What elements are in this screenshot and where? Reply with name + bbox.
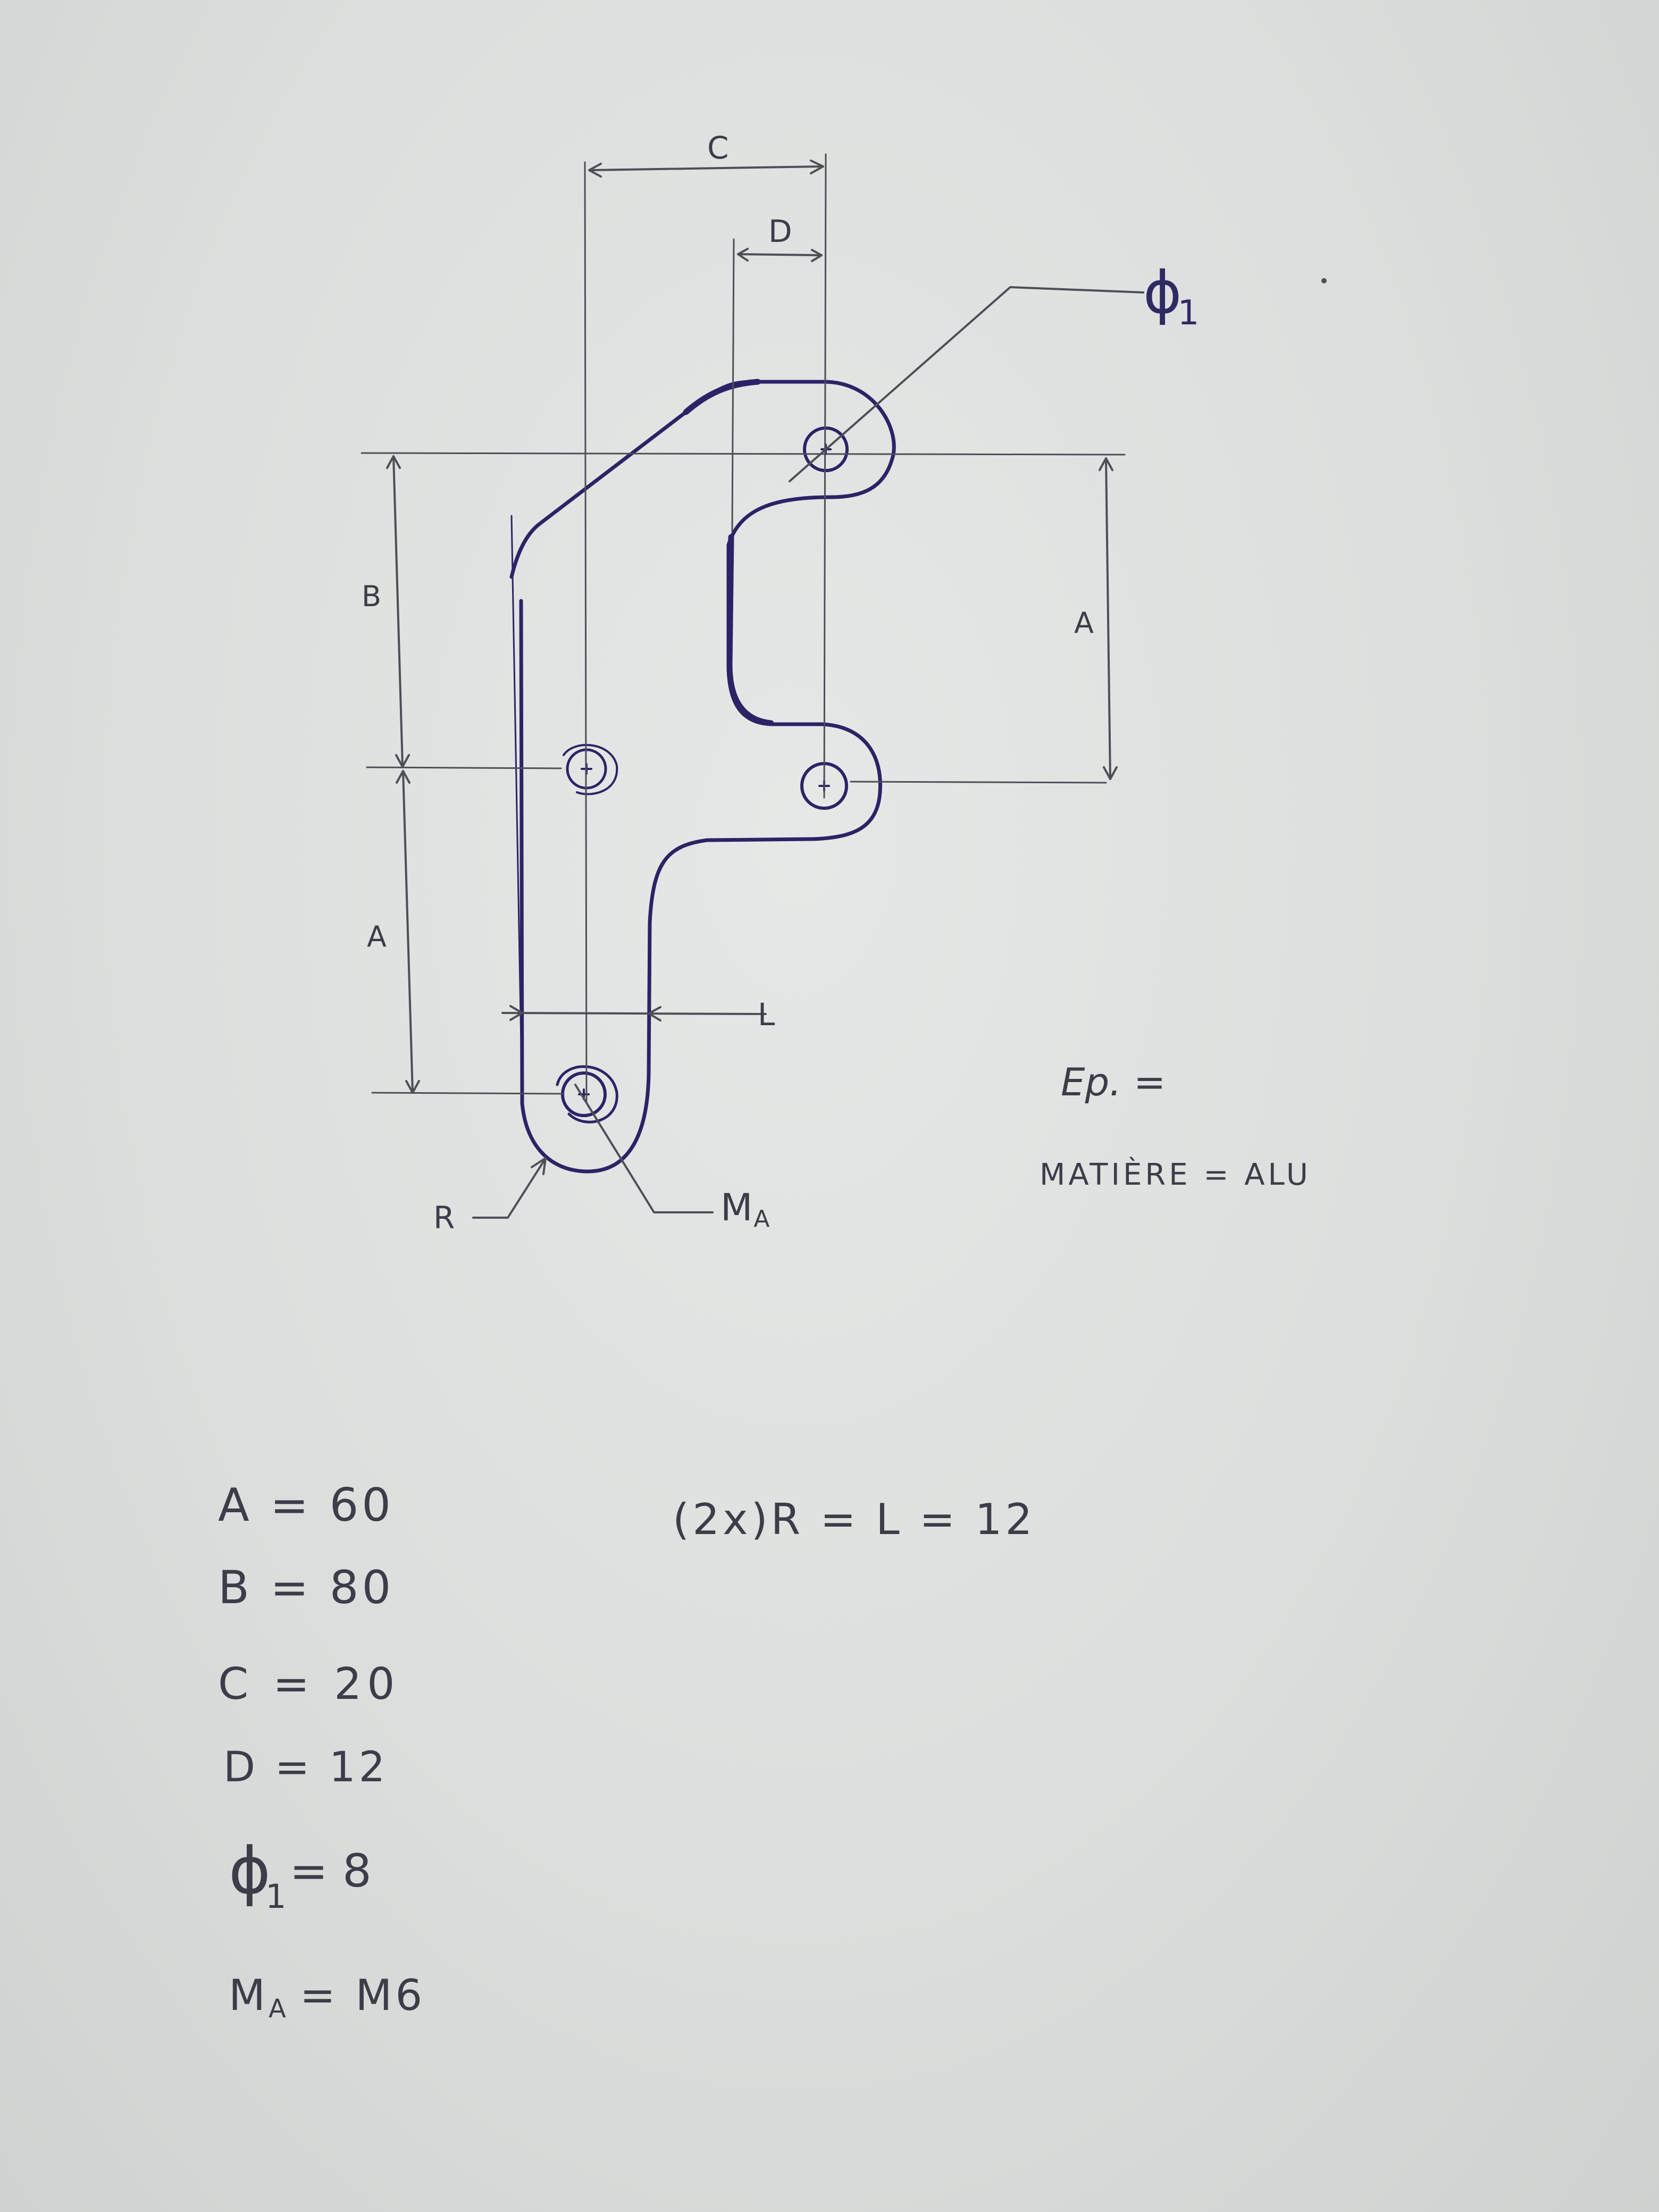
label-ep: Ep. = (1061, 1060, 1166, 1104)
ext-line-right-vertical (823, 153, 827, 799)
label-c: C (707, 130, 729, 166)
dim-line-l (501, 1012, 767, 1015)
construction-lines (361, 153, 1126, 1104)
value-r-l: (2x)R = L = 12 (673, 1495, 1035, 1544)
label-matiere: MATIÈRE = ALU (1040, 1158, 1311, 1192)
value-m: MA= M6 (229, 1971, 425, 2024)
label-a-left: A (367, 920, 387, 953)
ext-line-middle-left-horizontal (366, 766, 562, 769)
leader-r (472, 1158, 546, 1219)
dim-a-left-arrow-top (396, 770, 410, 784)
hole-bottom-outer (556, 1065, 618, 1124)
label-r: R (433, 1200, 455, 1236)
dim-line-a-right (1105, 457, 1111, 780)
ext-line-middle-right-horizontal (850, 781, 1107, 784)
dim-line-d (737, 253, 823, 256)
leader-m (574, 1084, 714, 1213)
holes (556, 426, 849, 1124)
drawing-labels: C D B A A L R ϕ1 MA Ep. = MATIÈRE = ALU (362, 130, 1311, 1236)
dim-d-arrow-left (737, 248, 749, 262)
hole-middle-left-outer (563, 744, 618, 795)
paper-dot (1321, 278, 1327, 283)
dim-line-b (392, 455, 404, 767)
dim-l-arrow-right (648, 1006, 661, 1021)
label-phi: ϕ1 (1143, 258, 1199, 333)
label-m: MA (720, 1186, 770, 1233)
outline-thick-inner (726, 534, 774, 726)
dimension-lines (386, 160, 1118, 1094)
dim-a-left-arrow-bottom (405, 1080, 420, 1094)
value-c: C = 20 (218, 1659, 400, 1710)
dim-b-arrow-top (386, 455, 401, 469)
outline-thick-arc-top (683, 379, 761, 415)
ext-line-bottom-horizontal (371, 1092, 565, 1095)
ext-line-top-horizontal (361, 452, 1126, 456)
dim-line-c (589, 165, 824, 171)
dim-line-a-left (402, 770, 414, 1094)
value-a: A = 60 (218, 1479, 394, 1532)
outline-left-straight (510, 515, 523, 1104)
dim-l-arrow-left (509, 1005, 523, 1021)
ext-line-left-vertical (584, 161, 588, 1104)
leader-r-arrow (531, 1157, 547, 1175)
label-l: L (758, 996, 775, 1033)
value-d: D = 12 (223, 1744, 388, 1791)
part-outline (509, 379, 896, 1174)
values-list: A = 60 B = 80 C = 20 D = 12 ϕ1= 8 MA= M6… (218, 1479, 1035, 2024)
dim-a-right-arrow-top (1099, 457, 1113, 471)
label-b: B (362, 580, 381, 613)
dim-c-arrow-left (588, 163, 602, 178)
leaders (472, 286, 1144, 1219)
dim-b-arrow-bottom (395, 754, 410, 768)
leader-phi (789, 286, 1144, 482)
ext-line-d-vertical (731, 238, 735, 533)
dim-a-right-arrow-bottom (1103, 766, 1118, 780)
value-phi: ϕ1= 8 (229, 1834, 372, 1916)
dim-d-arrow-right (811, 249, 823, 262)
dim-c-arrow-right (810, 160, 824, 174)
value-b: B = 80 (218, 1561, 394, 1614)
label-d: D (768, 213, 792, 249)
label-a-right: A (1074, 606, 1094, 640)
